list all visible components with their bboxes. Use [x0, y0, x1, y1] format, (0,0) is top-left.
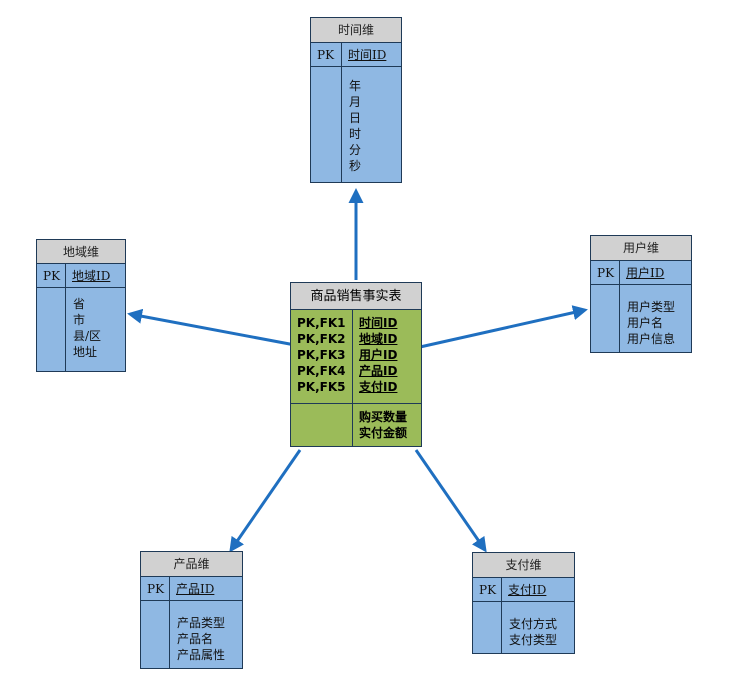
user-dim-attr: 用户类型: [627, 300, 676, 314]
product-dim-attr: 产品类型: [177, 616, 226, 630]
time-dim-attr: 月: [349, 95, 362, 109]
time-dim-attr: 时: [349, 127, 362, 141]
user-dim-divider: [591, 285, 620, 352]
arrow-to-user-dim: [419, 305, 588, 349]
product-dim-title: 产品维: [141, 552, 242, 577]
arrow-to-region-dim: [127, 308, 296, 347]
region-dimension-table[interactable]: 地域维 PK 地域ID 省 市 县/区 地址: [36, 239, 126, 372]
fact-foreign-key: 用户ID: [359, 348, 398, 362]
payment-dim-divider: [473, 602, 502, 653]
arrow-to-product-dim: [229, 449, 302, 553]
fact-measure: 实付金额: [359, 426, 408, 440]
payment-dim-attr: 支付方式: [509, 617, 558, 631]
region-dim-attr: 县/区: [73, 329, 102, 343]
fact-table-title: 商品销售事实表: [291, 283, 421, 310]
region-dim-attr: 地址: [73, 345, 98, 359]
time-dim-attr: 秒: [349, 159, 362, 173]
user-dim-attr: 用户信息: [627, 332, 676, 346]
payment-dim-pk-label: PK: [473, 578, 502, 602]
fact-foreign-key: 地域ID: [359, 332, 398, 346]
region-dim-attributes: 省 市 县/区 地址: [73, 296, 101, 360]
product-dim-pk-label: PK: [141, 577, 170, 601]
user-dim-title: 用户维: [591, 236, 691, 261]
fact-measures: 购买数量 实付金额: [353, 409, 407, 441]
user-dim-key: 用户ID: [620, 261, 691, 285]
time-dim-attributes: 年 月 日 时 分 秒: [349, 78, 361, 174]
fact-measure: 购买数量: [359, 410, 408, 424]
fact-foreign-key: 支付ID: [359, 380, 398, 394]
region-dim-attr: 省: [73, 297, 86, 311]
fact-foreign-key: 时间ID: [359, 316, 398, 330]
time-dim-attr: 分: [349, 143, 362, 157]
user-dim-attributes: 用户类型 用户名 用户信息: [627, 299, 675, 347]
payment-dimension-table[interactable]: 支付维 PK 支付ID 支付方式 支付类型: [472, 552, 575, 654]
region-dim-key: 地域ID: [66, 264, 125, 288]
product-dimension-table[interactable]: 产品维 PK 产品ID 产品类型 产品名 产品属性: [140, 551, 243, 669]
region-dim-attr: 市: [73, 313, 86, 327]
region-dim-divider: [37, 288, 66, 371]
fact-key-label: PK,FK2: [297, 332, 346, 346]
arrow-to-payment-dim: [414, 449, 487, 553]
fact-key-label: PK,FK4: [297, 364, 346, 378]
sales-fact-table[interactable]: 商品销售事实表 PK,FK1 PK,FK2 PK,FK3 PK,FK4 PK,F…: [290, 282, 422, 447]
region-dim-title: 地域维: [37, 240, 125, 264]
region-dim-pk-label: PK: [37, 264, 66, 288]
fact-divider: [291, 404, 353, 446]
payment-dim-key: 支付ID: [502, 578, 574, 602]
time-dim-attr: 年: [349, 79, 362, 93]
time-dim-pk-label: PK: [311, 43, 342, 67]
product-dim-divider: [141, 601, 170, 668]
product-dim-key: 产品ID: [170, 577, 242, 601]
fact-key-label: PK,FK1: [297, 316, 346, 330]
time-dim-divider: [311, 67, 342, 182]
fact-key-labels: PK,FK1 PK,FK2 PK,FK3 PK,FK4 PK,FK5: [291, 310, 353, 404]
payment-dim-title: 支付维: [473, 553, 574, 578]
fact-key-label: PK,FK5: [297, 380, 346, 394]
time-dim-key: 时间ID: [342, 43, 401, 67]
fact-key-label: PK,FK3: [297, 348, 346, 362]
user-dim-attr: 用户名: [627, 316, 664, 330]
payment-dim-attr: 支付类型: [509, 633, 558, 647]
product-dim-attributes: 产品类型 产品名 产品属性: [177, 615, 225, 663]
fact-foreign-key: 产品ID: [359, 364, 398, 378]
time-dim-title: 时间维: [311, 18, 401, 43]
user-dim-pk-label: PK: [591, 261, 620, 285]
product-dim-attr: 产品名: [177, 632, 214, 646]
product-dim-attr: 产品属性: [177, 648, 226, 662]
payment-dim-attributes: 支付方式 支付类型: [509, 616, 557, 648]
fact-foreign-keys: 时间ID 地域ID 用户ID 产品ID 支付ID: [353, 310, 421, 404]
time-dimension-table[interactable]: 时间维 PK 时间ID 年 月 日 时 分 秒: [310, 17, 402, 183]
user-dimension-table[interactable]: 用户维 PK 用户ID 用户类型 用户名 用户信息: [590, 235, 692, 353]
time-dim-attr: 日: [349, 111, 362, 125]
